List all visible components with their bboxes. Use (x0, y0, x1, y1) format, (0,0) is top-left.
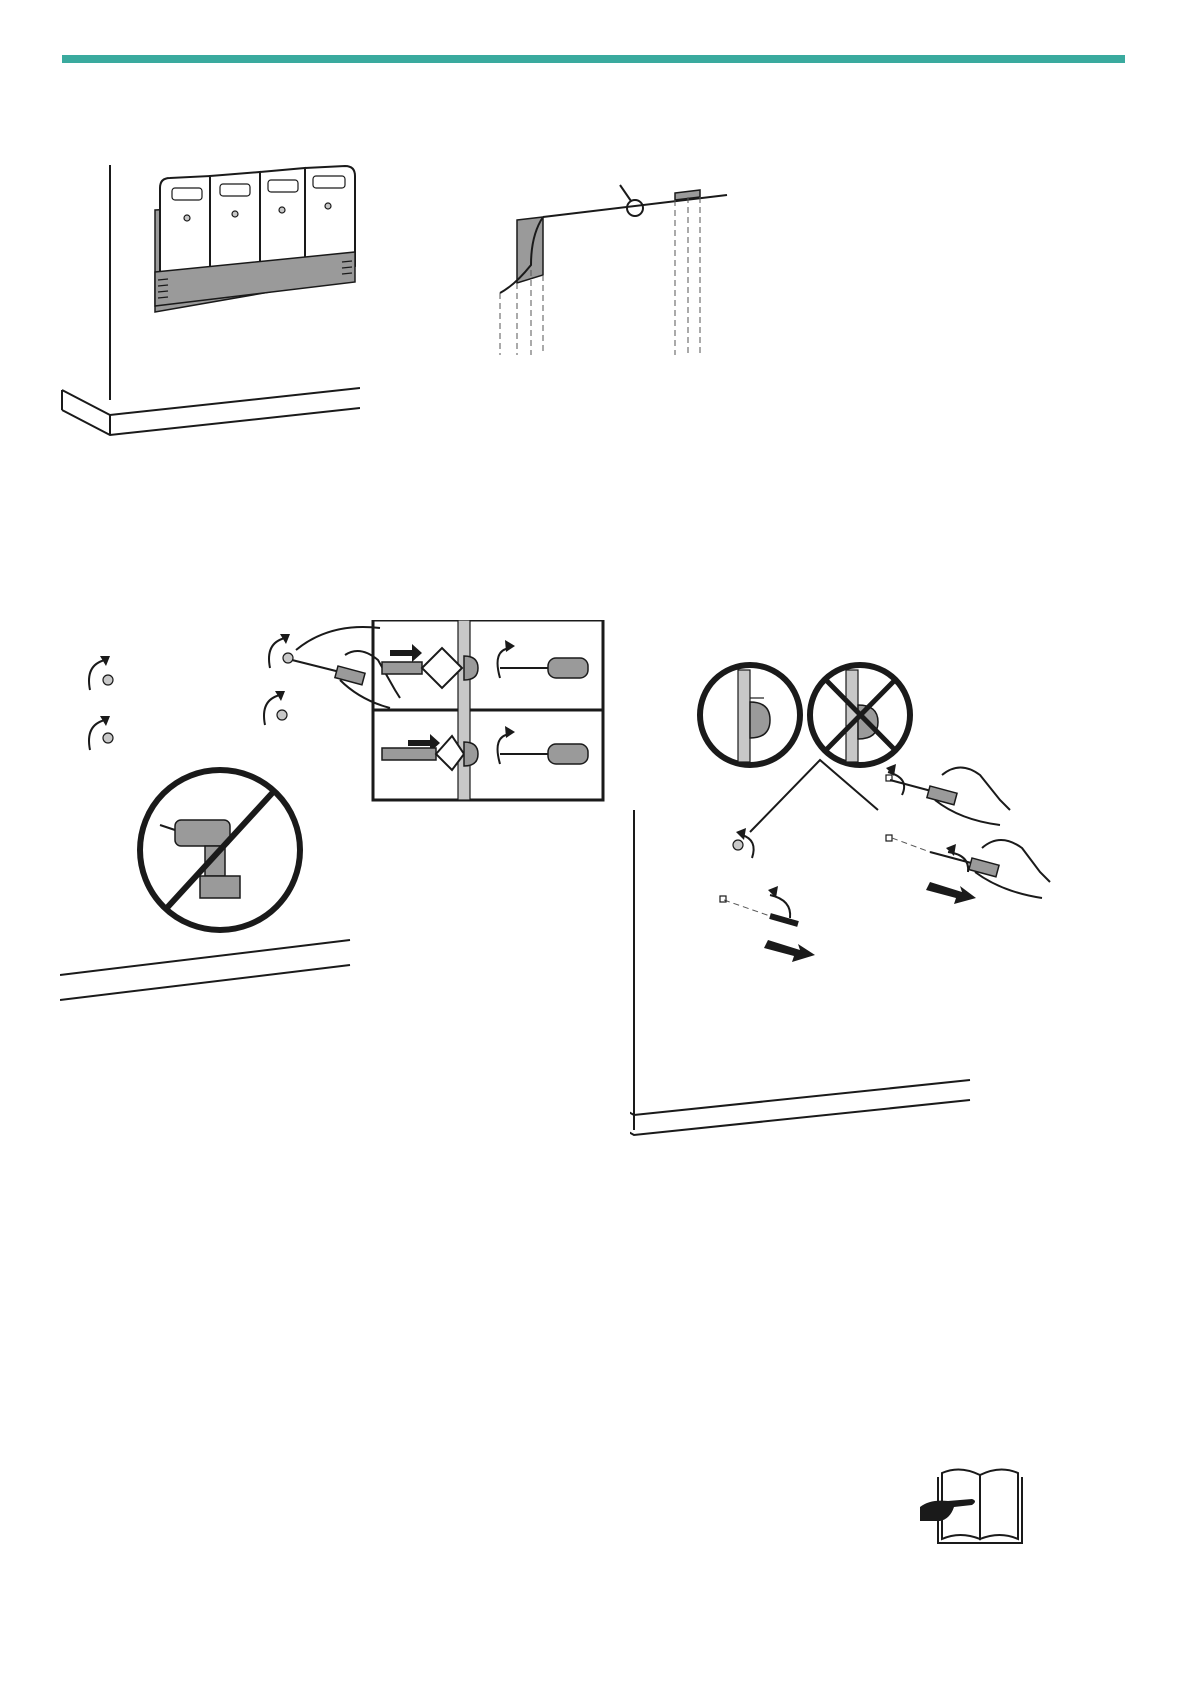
wall-mounted-units-illustration (60, 160, 360, 450)
screw-depth-check-illustration (630, 660, 1140, 1150)
read-manual-icon (920, 1465, 1040, 1545)
screw-set (720, 828, 815, 962)
no-power-drill-sign (140, 770, 300, 930)
accent-header-bar (62, 55, 1125, 63)
screwdriver-hands (886, 764, 1050, 904)
wall-anchor-screwdriver-illustration (60, 620, 640, 1080)
anchor-set-left (89, 656, 113, 750)
screwdriver-hand (292, 651, 400, 708)
correct-depth-circle (700, 665, 800, 765)
anchor-set-right (264, 634, 293, 725)
wall-cable-section-illustration (495, 175, 735, 360)
incorrect-depth-circle (810, 665, 910, 765)
detail-box (373, 620, 603, 800)
